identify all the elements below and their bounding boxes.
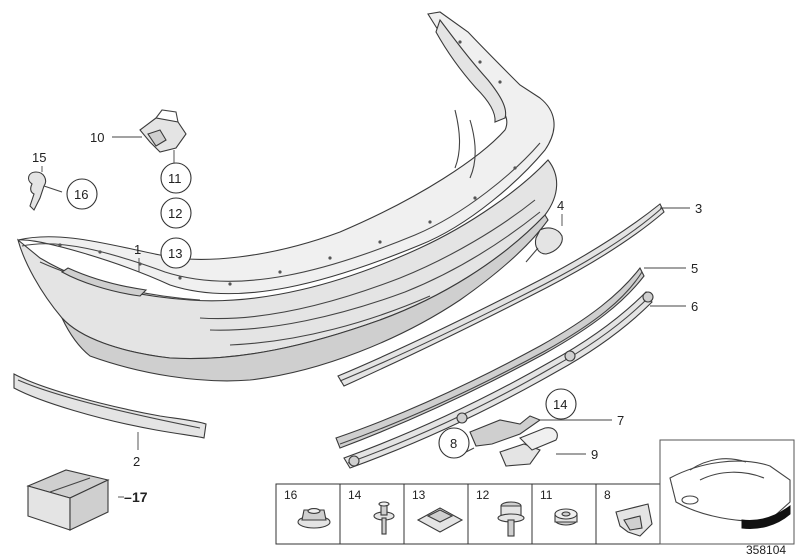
strip-num-2: 13 <box>412 488 426 502</box>
strip-num-4: 11 <box>540 488 553 502</box>
callout-3: 3 <box>695 201 702 216</box>
callout-4: 4 <box>557 198 564 213</box>
diagram-number: 358104 <box>746 543 786 557</box>
strip-num-1: 14 <box>348 488 362 502</box>
flange-nut-icon <box>297 508 331 529</box>
upper-trim-strip[interactable] <box>337 203 665 387</box>
callout-7: 7 <box>617 413 624 428</box>
left-trim-strip[interactable] <box>13 373 207 439</box>
reflector-strip[interactable] <box>335 266 645 449</box>
spring-clip-icon <box>615 503 653 537</box>
hex-nut-icon <box>554 508 578 526</box>
callout-15: 15 <box>32 150 46 165</box>
clip-nut-icon <box>416 507 464 533</box>
bolt-icon <box>497 501 525 537</box>
strip-num-0: 16 <box>284 488 298 502</box>
tow-hook-cap[interactable] <box>525 227 563 263</box>
callouts: 1 2 3 4 5 6 7 9 10 15 11 12 13 16 14 8 –… <box>32 130 702 505</box>
callout-17-prefix: – <box>124 489 132 505</box>
callout-2: 2 <box>133 454 140 469</box>
callout-14: 14 <box>553 397 567 412</box>
strip-num-5: 8 <box>604 488 611 502</box>
callout-12: 12 <box>168 206 182 221</box>
callout-1: 1 <box>134 242 141 257</box>
callout-11: 11 <box>168 171 182 186</box>
callout-8: 8 <box>450 436 457 451</box>
mounting-clips <box>58 40 517 286</box>
car-thumbnail <box>659 439 795 545</box>
hook-clip[interactable] <box>27 171 63 211</box>
fastener-strip: 16 14 13 12 11 8 <box>275 483 661 545</box>
bumper-cover[interactable] <box>17 11 558 382</box>
callout-9: 9 <box>591 447 598 462</box>
part-kit-box[interactable] <box>26 469 110 531</box>
screw-icon <box>373 501 395 535</box>
callout-13: 13 <box>168 246 182 261</box>
bracket-assembly[interactable] <box>139 109 187 153</box>
callout-6: 6 <box>691 299 698 314</box>
strip-num-3: 12 <box>476 488 490 502</box>
callout-10: 10 <box>90 130 104 145</box>
callout-5: 5 <box>691 261 698 276</box>
support-rail[interactable] <box>343 291 654 469</box>
callout-17: 17 <box>132 489 148 505</box>
small-clip-set[interactable] <box>465 415 558 467</box>
callout-16: 16 <box>74 187 88 202</box>
